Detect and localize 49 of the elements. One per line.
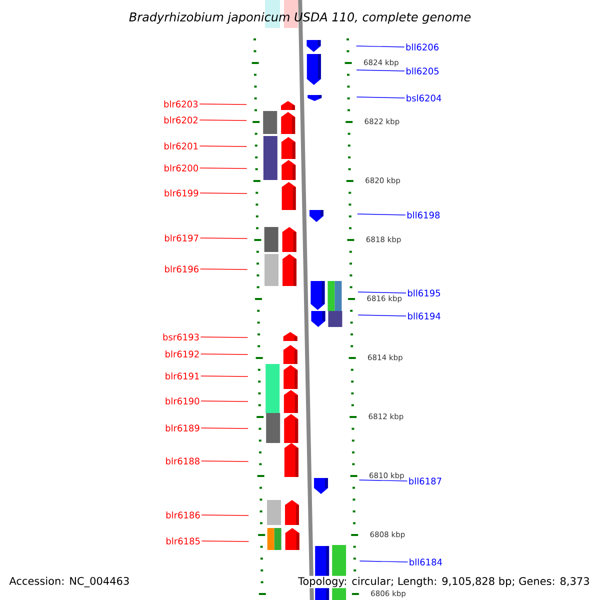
gene-label: blr6185 [166, 538, 200, 544]
leader-line [200, 268, 248, 270]
gene-label: bll6205 [406, 68, 439, 74]
gene-label: blr6186 [166, 512, 200, 518]
gene-label: bll6206 [406, 44, 439, 50]
leader-line [358, 314, 406, 316]
gene-label: blr6189 [166, 424, 200, 432]
gene-label: blr6200 [164, 164, 198, 172]
leader-line [199, 104, 247, 105]
gene-label: blr6203 [164, 100, 198, 108]
title: Bradyrhizobium japonicum USDA 110, complete genome [129, 12, 471, 24]
leader-line [200, 460, 249, 462]
leader-line [200, 238, 248, 239]
gene-label: blr6199 [164, 190, 198, 196]
gene-label: bll6184 [410, 558, 442, 566]
gene-label: bll6195 [408, 290, 440, 296]
gene-label: bsl6204 [406, 94, 442, 102]
leader-line [199, 146, 248, 147]
leader-line [356, 46, 405, 48]
leader-line [200, 336, 248, 338]
gene-label: bll6198 [407, 212, 440, 218]
gene-label: blr6201 [164, 142, 198, 150]
gene-label: blr6190 [166, 398, 200, 404]
leader-line [357, 214, 406, 216]
gene-label: blr6196 [165, 266, 199, 272]
leader-line [200, 192, 248, 194]
gene-label: bll6194 [408, 312, 440, 320]
leader-line [358, 292, 406, 294]
gene-label: blr6192 [166, 350, 199, 358]
leader-line [356, 70, 405, 72]
leader-line [199, 168, 248, 169]
genome-summary: Topology: circular; Length: 9,105,828 bp; Genes: 8,373 [297, 576, 591, 588]
gene-label: blr6197 [165, 234, 198, 242]
gene-label: blr6188 [166, 458, 200, 464]
leader-line [199, 120, 247, 121]
gene-label: bll6187 [409, 478, 442, 484]
gene-label: blr6191 [166, 372, 199, 380]
gene-label: blr6202 [164, 116, 198, 124]
leader-line [200, 428, 248, 429]
leader-line [356, 96, 406, 98]
leader-line [200, 354, 248, 355]
leader-line [200, 400, 248, 402]
leader-line [201, 540, 250, 542]
leader-line [358, 480, 408, 482]
leader-line [201, 514, 249, 516]
leader-line [200, 376, 248, 377]
gene-label: bsr6193 [163, 334, 199, 340]
accession-text: Accession: NC_004463 [9, 576, 129, 588]
leader-line [359, 560, 408, 562]
